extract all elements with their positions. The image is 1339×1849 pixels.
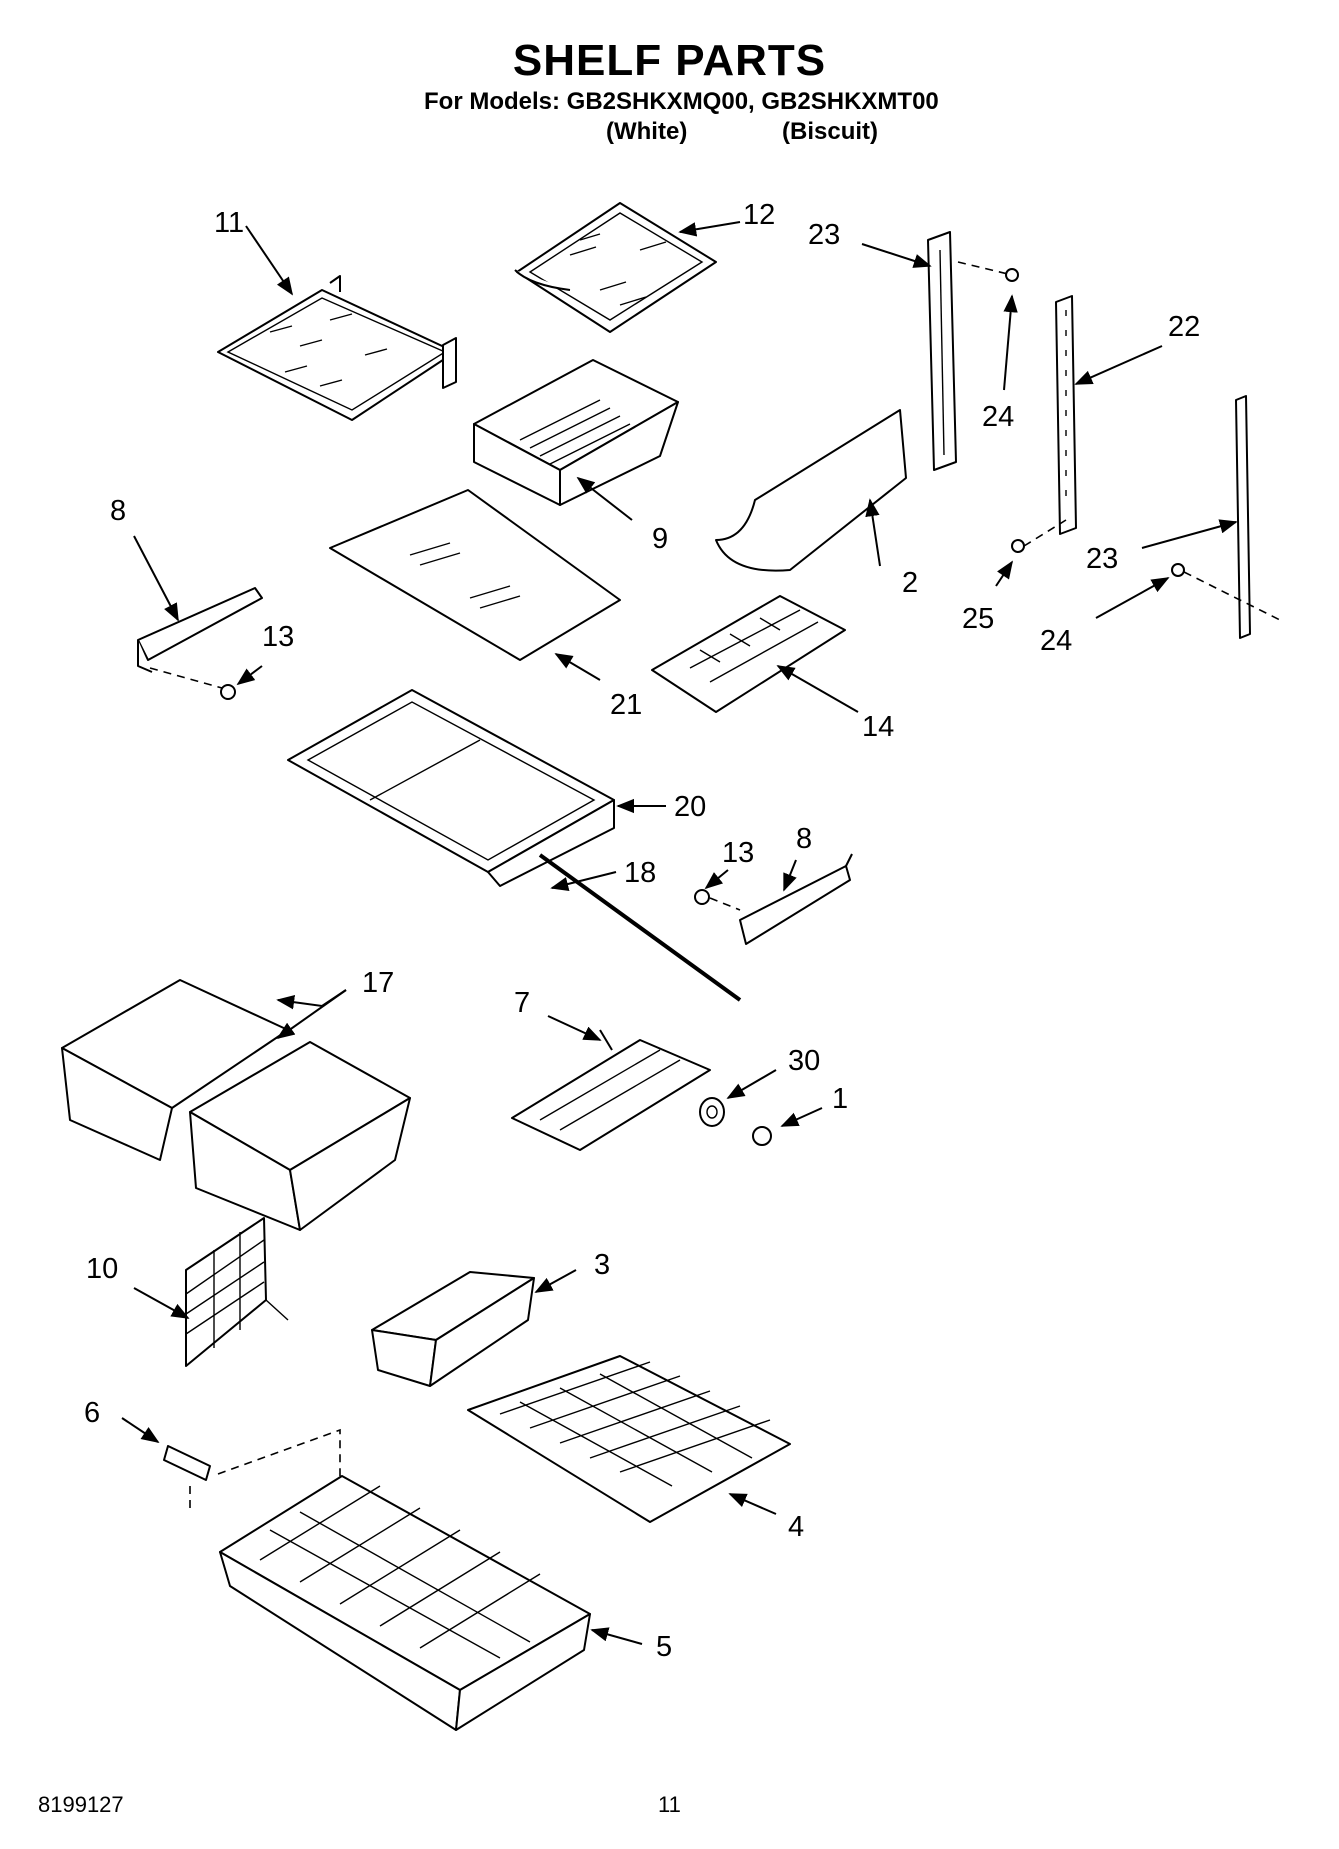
callout-13-left: 13 (262, 621, 294, 653)
callout-24-right: 24 (1040, 625, 1072, 657)
part-18-rod (538, 853, 742, 1002)
callout-8-right: 8 (796, 823, 812, 855)
callout-18: 18 (624, 857, 656, 889)
part-11-slide-out-shelf (217, 275, 457, 421)
part-4-wire-shelf (467, 1355, 791, 1523)
part-9-crisper-tray (473, 359, 679, 506)
part-1-screw (752, 1126, 772, 1146)
callout-25: 25 (962, 603, 994, 635)
callout-leaders (121, 221, 1238, 1645)
callout-23-top: 23 (808, 219, 840, 251)
document-number: 8199127 (38, 1792, 124, 1817)
variant-white: (White) (606, 118, 688, 145)
part-17-crisper-drawers (61, 979, 411, 1231)
callout-6: 6 (84, 1397, 100, 1429)
variant-biscuit: (Biscuit) (782, 118, 878, 145)
part-8-shelf-bracket-left (137, 587, 263, 700)
callout-1: 1 (832, 1083, 848, 1115)
callout-17: 17 (362, 967, 394, 999)
part-6-tube (163, 1428, 341, 1510)
callout-24-top: 24 (982, 401, 1014, 433)
part-3-door-bin (371, 1271, 535, 1387)
page-title: SHELF PARTS (512, 36, 827, 85)
part-8-shelf-bracket-right (694, 853, 853, 945)
callout-30: 30 (788, 1045, 820, 1077)
callout-22: 22 (1168, 311, 1200, 343)
screws-24-25 (957, 261, 1281, 621)
part-10-divider (185, 1217, 289, 1367)
part-5-wire-basket (219, 1475, 591, 1731)
part-20-shelf-frame (287, 689, 615, 887)
callout-5: 5 (656, 1631, 672, 1663)
part-30-washer (699, 1097, 725, 1127)
callout-11: 11 (214, 207, 244, 239)
part-2-trim-cover (715, 409, 907, 572)
part-12-glass-shelf (514, 202, 717, 333)
callout-3: 3 (594, 1249, 610, 1281)
callout-21: 21 (610, 689, 642, 721)
callout-14: 14 (862, 711, 894, 743)
part-23-shelf-ladder-right (1235, 395, 1251, 639)
models-line: For Models: GB2SHKXMQ00, GB2SHKXMT00 (424, 88, 939, 115)
callout-8-left: 8 (110, 495, 126, 527)
part-14-ice-tray (651, 595, 846, 713)
page-number: 11 (658, 1792, 681, 1817)
callout-4: 4 (788, 1511, 804, 1543)
callout-20: 20 (674, 791, 706, 823)
part-22-shelf-ladder (1055, 295, 1077, 535)
part-23-shelf-ladder-left (927, 231, 957, 471)
part-21-glass-shelf (329, 489, 621, 661)
callout-7: 7 (514, 987, 530, 1019)
callout-13-right: 13 (722, 837, 754, 869)
callout-12: 12 (743, 199, 775, 231)
callout-9: 9 (652, 523, 668, 555)
callout-10: 10 (86, 1253, 118, 1285)
callout-23-right: 23 (1086, 543, 1118, 575)
callout-2: 2 (902, 567, 918, 599)
part-7-shelf-support (511, 1029, 711, 1151)
